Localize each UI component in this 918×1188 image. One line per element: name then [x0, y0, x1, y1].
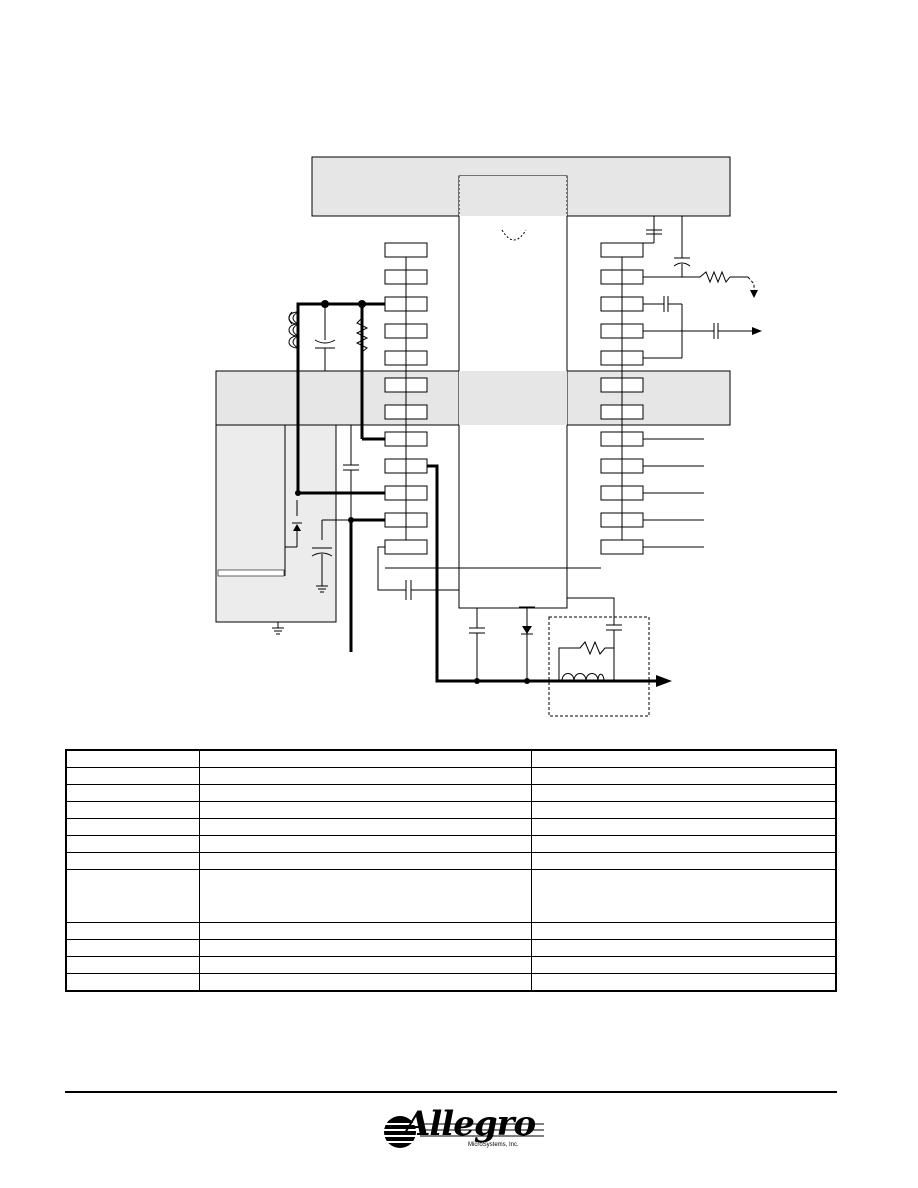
pin-left-1: [384, 242, 428, 258]
table-row: [65, 818, 837, 836]
left-shaded-block: [215, 424, 337, 623]
table-cell: [530, 852, 837, 870]
filter-inductor: [561, 673, 605, 682]
pin-right-12: [600, 539, 644, 555]
logo-subtext: MicroSystems, Inc.: [468, 1142, 519, 1148]
ic-mid-shade: [459, 371, 567, 425]
table-cell: [198, 922, 532, 940]
table-row: [65, 749, 837, 768]
table-cell: [65, 767, 200, 785]
table-cell: [198, 939, 532, 957]
pin-function-table: [65, 749, 837, 992]
table-row: [65, 869, 837, 923]
table-cell: [65, 852, 200, 870]
table-cell: [65, 784, 200, 802]
table-cell: [530, 749, 837, 768]
schematic-diagram: [215, 156, 762, 717]
table-cell: [530, 922, 837, 940]
logo-wordmark: Allegro: [404, 1104, 536, 1144]
table-cell: [198, 767, 532, 785]
table-cell: [530, 835, 837, 853]
table-cell: [65, 939, 200, 957]
table-cell: [530, 956, 837, 974]
table-cell: [198, 818, 532, 836]
table-cell: [65, 956, 200, 974]
table-cell: [65, 801, 200, 819]
table-cell: [65, 922, 200, 940]
pin-right-1: [600, 242, 644, 258]
table-row: [65, 852, 837, 870]
table-row: [65, 784, 837, 802]
table-cell: [65, 835, 200, 853]
table-cell: [198, 956, 532, 974]
table-row: [65, 973, 837, 992]
ic-notch: [501, 229, 527, 241]
table-row: [65, 939, 837, 957]
allegro-logo-icon: [384, 1116, 544, 1148]
resistor-left: [355, 317, 369, 353]
left-block-slot: [217, 569, 285, 577]
table-cell: [530, 784, 837, 802]
table-cell: [65, 869, 200, 923]
table-row: [65, 801, 837, 819]
table-cell: [198, 973, 532, 992]
table-cell: [198, 784, 532, 802]
table-row: [65, 956, 837, 974]
table-cell: [530, 767, 837, 785]
table-row: [65, 767, 837, 785]
table-cell: [198, 801, 532, 819]
filter-resistor: [558, 640, 614, 681]
table-cell: [65, 749, 200, 768]
resistor-right: [682, 270, 748, 284]
table-cell: [530, 801, 837, 819]
table-cell: [530, 939, 837, 957]
table-cell: [530, 973, 837, 992]
table-cell: [198, 869, 532, 923]
table-cell: [198, 749, 532, 768]
pin-left-12: [384, 539, 428, 555]
ic-top-shade: [459, 176, 567, 216]
table-cell: [65, 973, 200, 992]
footer-rule: [65, 1091, 837, 1093]
table-cell: [198, 835, 532, 853]
table-cell: [530, 818, 837, 836]
table-row: [65, 922, 837, 940]
table-cell: [198, 852, 532, 870]
table-row: [65, 835, 837, 853]
output-filter-box: [548, 616, 650, 717]
table-cell: [530, 869, 837, 923]
table-cell: [65, 818, 200, 836]
